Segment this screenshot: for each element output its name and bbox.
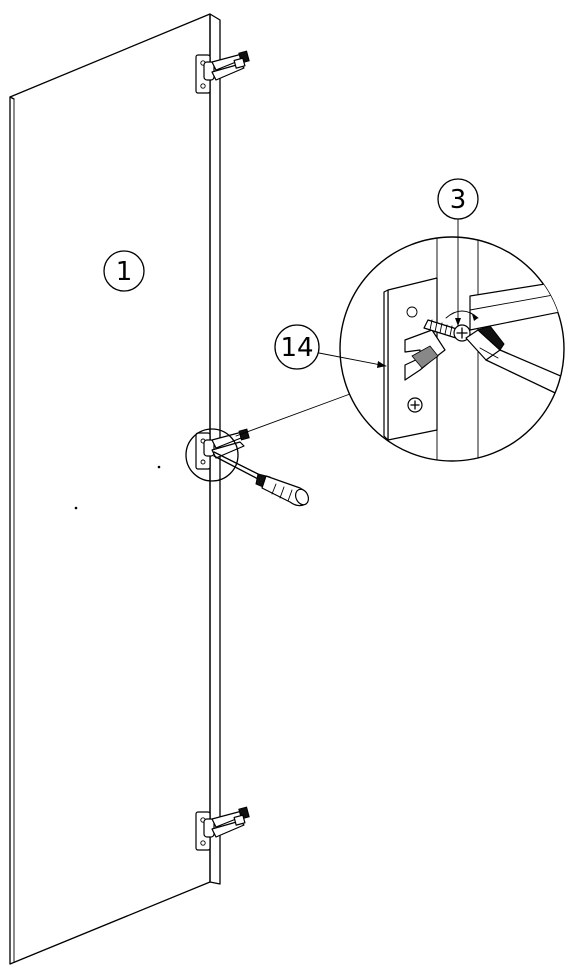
magnified-detail-icon bbox=[339, 236, 565, 462]
callout-latch-plate: 14 bbox=[274, 324, 387, 370]
callout-latch-plate-leader bbox=[318, 352, 387, 367]
callout-latch-plate-label: 14 bbox=[280, 333, 313, 363]
screwdriver-icon bbox=[213, 451, 310, 507]
detail-leader-line bbox=[235, 393, 351, 437]
door-panel bbox=[9, 13, 221, 965]
detail-source-circle bbox=[185, 428, 239, 482]
drill-hole-dot bbox=[157, 465, 161, 469]
callout-door: 1 bbox=[103, 250, 145, 292]
callout-screw: 3 bbox=[437, 178, 479, 327]
hinge-icon bbox=[195, 806, 250, 851]
callout-door-label: 1 bbox=[116, 257, 133, 287]
hinge-icon bbox=[195, 428, 250, 470]
callout-screw-label: 3 bbox=[450, 185, 467, 215]
hinge-icon bbox=[195, 50, 250, 94]
drill-hole-dot bbox=[74, 506, 78, 510]
